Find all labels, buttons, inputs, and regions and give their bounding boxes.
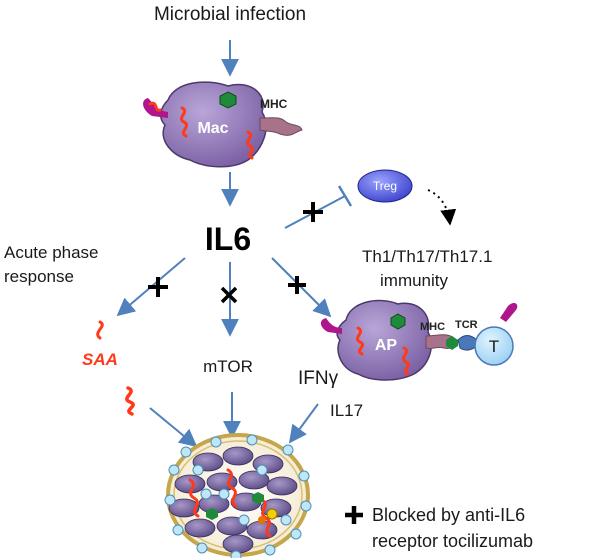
acute-phase-label-line1: Acute phase bbox=[4, 243, 99, 262]
green-antigen-marker bbox=[206, 508, 218, 520]
arrow-ifng-to-granuloma bbox=[288, 403, 319, 444]
microbial-infection-label: Microbial infection bbox=[154, 4, 306, 25]
saa-label: SAA bbox=[82, 350, 118, 369]
legend: Blocked by anti-IL6 receptor tocilizumab bbox=[345, 505, 533, 551]
mhc-label-top: MHC bbox=[260, 97, 288, 111]
orange-marker bbox=[258, 516, 266, 524]
macrophage-label: Mac bbox=[197, 120, 228, 137]
legend-line2: receptor tocilizumab bbox=[372, 531, 533, 551]
tcr-label: TCR bbox=[455, 319, 478, 331]
granuloma-cell bbox=[184, 518, 216, 538]
granuloma-bead bbox=[180, 446, 192, 458]
mhc-molecule-top bbox=[259, 117, 303, 136]
granuloma-bead bbox=[192, 464, 204, 476]
granuloma-cell bbox=[238, 470, 270, 490]
granuloma-bead bbox=[168, 464, 180, 476]
granuloma-bead bbox=[230, 550, 242, 558]
immunity-label-line1: Th1/Th17/Th17.1 bbox=[362, 247, 492, 266]
red-squiggle-icon bbox=[148, 101, 162, 112]
granuloma-bead bbox=[282, 444, 294, 456]
green-antigen-marker bbox=[252, 492, 264, 504]
granuloma-bead bbox=[290, 528, 302, 540]
inhibit-bar-treg bbox=[337, 185, 353, 207]
il6-label: IL6 bbox=[205, 221, 251, 257]
red-squiggle-icon bbox=[401, 346, 411, 376]
treg-label: Treg bbox=[373, 179, 397, 193]
mtor-label: mTOR bbox=[203, 357, 253, 376]
red-squiggle-icon bbox=[226, 468, 238, 508]
red-squiggle-icon bbox=[188, 478, 200, 518]
red-squiggle-icon bbox=[260, 498, 272, 538]
green-antigen-marker bbox=[446, 336, 458, 350]
red-squiggle-icon bbox=[125, 386, 135, 416]
green-antigen-marker bbox=[219, 91, 237, 109]
granuloma-bead bbox=[218, 488, 230, 500]
antigen-presenting-cell: AP bbox=[320, 299, 432, 381]
granuloma-cell bbox=[222, 446, 254, 466]
legend-cross-icon bbox=[345, 506, 363, 524]
granuloma-cell bbox=[222, 534, 254, 554]
granuloma-bead bbox=[264, 544, 276, 556]
granuloma-bead bbox=[298, 470, 310, 482]
granuloma-bead bbox=[300, 500, 312, 512]
block-x-icon bbox=[220, 286, 238, 304]
granuloma-cell bbox=[266, 476, 298, 496]
mhc-label-bottom: MHC bbox=[420, 321, 445, 333]
immunity-label-line2: immunity bbox=[380, 271, 449, 290]
granuloma-cluster bbox=[164, 433, 312, 558]
green-antigen-marker bbox=[390, 313, 406, 330]
granuloma-bead bbox=[246, 434, 258, 446]
t-cell: T bbox=[474, 303, 518, 366]
granuloma-bead bbox=[196, 542, 208, 554]
block-cross-icon bbox=[288, 276, 306, 294]
legend-line1: Blocked by anti-IL6 bbox=[372, 505, 525, 525]
ifng-label: IFNγ bbox=[298, 368, 339, 389]
acute-phase-label-line2: response bbox=[4, 267, 74, 286]
il17-label: IL17 bbox=[330, 401, 363, 420]
block-cross-icon bbox=[148, 277, 168, 297]
t-cell-label: T bbox=[489, 337, 499, 356]
granuloma-bead bbox=[280, 514, 292, 526]
granuloma-bead bbox=[256, 464, 268, 476]
red-squiggle-icon bbox=[355, 326, 365, 356]
red-squiggle-icon bbox=[96, 320, 104, 340]
macrophage-cell: Mac bbox=[143, 81, 303, 168]
granuloma-bead bbox=[238, 514, 250, 526]
arrow-saa-to-granuloma bbox=[149, 407, 198, 448]
granuloma-bead bbox=[200, 488, 212, 500]
yellow-marker bbox=[266, 508, 278, 520]
granuloma-bead bbox=[172, 524, 184, 536]
red-squiggle-icon bbox=[245, 130, 255, 160]
block-cross-icon bbox=[303, 202, 323, 222]
apc-label: AP bbox=[375, 337, 398, 354]
red-squiggle-icon bbox=[179, 106, 189, 138]
granuloma-bead bbox=[164, 494, 176, 506]
granuloma-bead bbox=[210, 436, 222, 448]
dotted-arrow-treg bbox=[427, 189, 457, 226]
treg-cell: Treg bbox=[357, 169, 413, 203]
receptor-icon bbox=[320, 318, 342, 334]
granuloma-cell bbox=[168, 498, 200, 518]
receptor-icon bbox=[500, 303, 518, 322]
